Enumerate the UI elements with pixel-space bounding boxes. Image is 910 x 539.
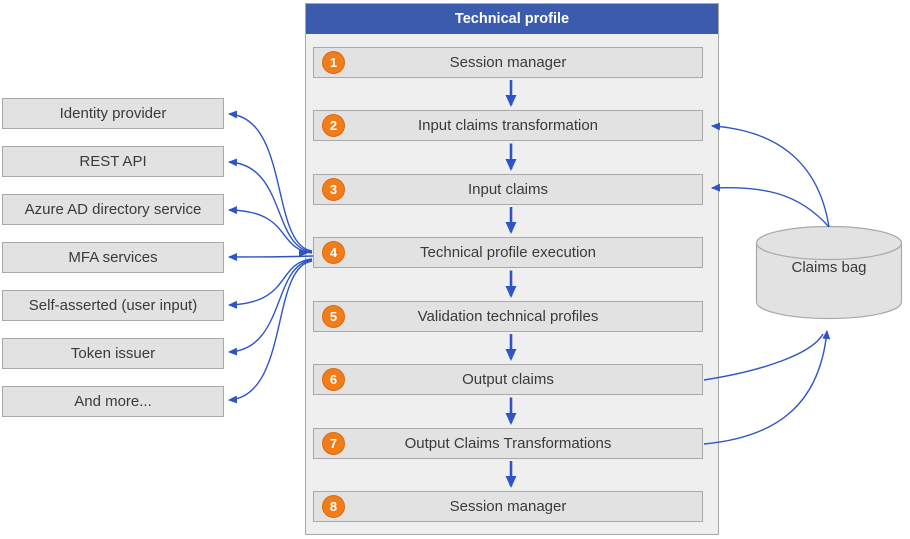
fan-arrow-and-more — [228, 260, 313, 404]
step-box-technical-profile-execution: 4 Technical profile execution — [313, 237, 703, 268]
step-label: Technical profile execution — [420, 244, 596, 261]
source-box-identity-provider: Identity provider — [2, 98, 224, 129]
step-number-badge: 7 — [322, 432, 345, 455]
step-label: Session manager — [449, 498, 567, 515]
source-label: REST API — [79, 153, 147, 170]
step-number-badge: 2 — [322, 114, 345, 137]
step-number-badge: 6 — [322, 368, 345, 391]
source-label: Token issuer — [70, 345, 156, 362]
step-box-input-claims: 3 Input claims — [313, 174, 703, 205]
step-label: Session manager — [449, 54, 567, 71]
step-box-output-claims-transformations: 7 Output Claims Transformations — [313, 428, 703, 459]
step-number-badge: 4 — [322, 241, 345, 264]
output-claims-transformations-to-claims-bag-arrow — [703, 330, 831, 445]
claims-bag-cylinder: Claims bag — [755, 225, 903, 320]
step-number-badge: 8 — [322, 495, 345, 518]
source-label: Azure AD directory service — [24, 201, 202, 218]
step-label: Input claims transformation — [417, 117, 599, 134]
source-label: Identity provider — [59, 105, 167, 122]
source-box-mfa-services: MFA services — [2, 242, 224, 273]
claims-bag-label: Claims bag — [791, 259, 867, 276]
claims-to-input-claims-arrow — [711, 183, 830, 228]
source-box-rest-api: REST API — [2, 146, 224, 177]
fan-arrow-token-issuer — [228, 259, 313, 356]
claims-output-arrows — [703, 330, 831, 445]
step-number-badge: 1 — [322, 51, 345, 74]
output-claims-to-claims-bag-arrow — [703, 333, 824, 381]
source-box-azure-ad-directory: Azure AD directory service — [2, 194, 224, 225]
step-box-output-claims: 6 Output claims — [313, 364, 703, 395]
source-fan-arrows — [228, 110, 314, 404]
fan-arrow-rest-api — [228, 158, 313, 253]
panel-header: Technical profile — [306, 4, 718, 34]
step-number-badge: 3 — [322, 178, 345, 201]
step-box-session-manager-8: 8 Session manager — [313, 491, 703, 522]
cylinder-top — [755, 225, 903, 261]
step-label: Validation technical profiles — [417, 308, 599, 325]
source-label: MFA services — [68, 249, 158, 266]
step-number-badge: 5 — [322, 305, 345, 328]
fan-arrow-self-asserted — [228, 258, 313, 309]
claims-to-input-claims-transformation-arrow — [711, 122, 830, 228]
source-label: And more... — [74, 393, 152, 410]
step-label: Input claims — [467, 181, 549, 198]
source-label: Self-asserted (user input) — [28, 297, 198, 314]
source-box-self-asserted: Self-asserted (user input) — [2, 290, 224, 321]
fan-arrow-mfa — [228, 252, 314, 261]
fan-arrow-azure-ad — [228, 206, 313, 254]
fan-arrow-identity-provider — [228, 110, 313, 252]
panel-title: Technical profile — [454, 11, 570, 27]
step-box-input-claims-transformation: 2 Input claims transformation — [313, 110, 703, 141]
cylinder-body — [755, 243, 903, 320]
step-box-validation-technical-profiles: 5 Validation technical profiles — [313, 301, 703, 332]
step-box-session-manager-1: 1 Session manager — [313, 47, 703, 78]
claims-input-arrows — [711, 122, 830, 228]
cylinder-shape — [755, 225, 903, 320]
step-label: Output claims — [462, 371, 554, 388]
step-label: Output Claims Transformations — [404, 435, 612, 452]
source-box-token-issuer: Token issuer — [2, 338, 224, 369]
source-box-and-more: And more... — [2, 386, 224, 417]
